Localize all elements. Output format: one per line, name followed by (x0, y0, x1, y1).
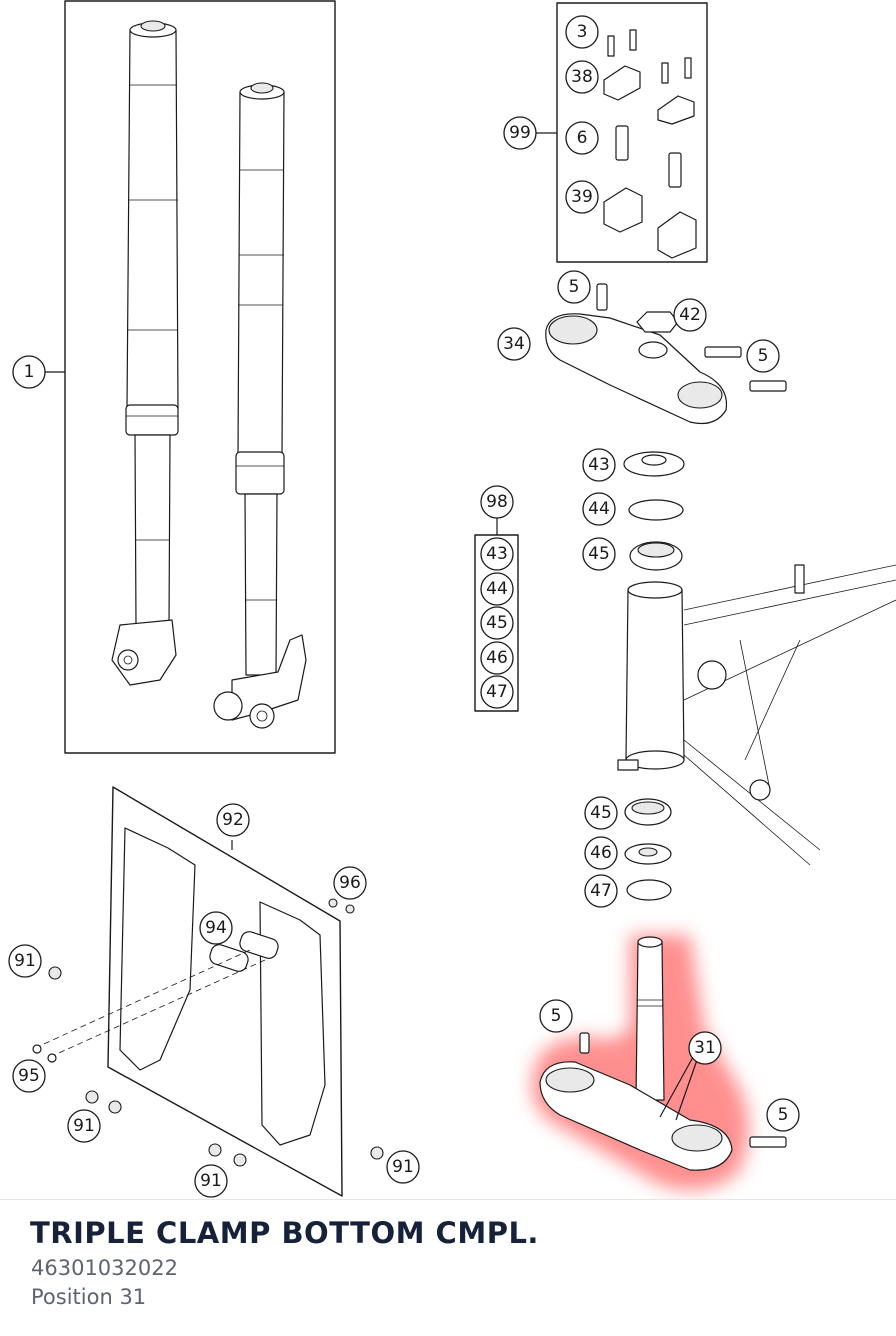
bearing-set-upper (623, 451, 685, 571)
svg-text:98: 98 (486, 492, 508, 512)
callout-44-b[interactable]: 44 (480, 572, 514, 606)
clamp-upper-left (603, 65, 641, 101)
clamp-lower-left (603, 187, 643, 233)
callouts: 1 3 38 99 6 39 5 42 34 5 43 98 44 45 43 … (8, 15, 800, 1198)
fork-leg-left (111, 20, 179, 686)
svg-text:92: 92 (222, 810, 244, 830)
part-number: 46301032022 (31, 1256, 178, 1280)
svg-text:47: 47 (486, 682, 508, 702)
callout-3[interactable]: 3 (565, 15, 599, 49)
svg-text:3: 3 (577, 22, 588, 42)
top-triple-clamp (545, 283, 787, 425)
callout-5-b[interactable]: 5 (746, 339, 780, 373)
svg-text:91: 91 (200, 1171, 222, 1191)
svg-text:1: 1 (24, 362, 35, 382)
callout-92[interactable]: 92 (216, 803, 250, 837)
callout-47-b[interactable]: 47 (584, 874, 618, 908)
svg-text:5: 5 (778, 1105, 789, 1125)
svg-text:95: 95 (18, 1066, 40, 1086)
svg-text:6: 6 (577, 128, 588, 148)
callout-44-a[interactable]: 44 (582, 492, 616, 526)
callout-99[interactable]: 99 (503, 116, 537, 150)
callout-5-a[interactable]: 5 (557, 270, 591, 304)
part-info-panel: TRIPLE CLAMP BOTTOM CMPL. 46301032022 Po… (0, 1199, 896, 1336)
svg-text:46: 46 (486, 648, 508, 668)
callout-34[interactable]: 34 (497, 327, 531, 361)
callout-95[interactable]: 95 (12, 1059, 46, 1093)
callout-1[interactable]: 1 (12, 355, 46, 389)
svg-text:45: 45 (588, 544, 610, 564)
handlebar-clamp-kit (535, 2, 708, 263)
svg-text:94: 94 (205, 918, 227, 938)
clamp-lower-right (657, 211, 697, 259)
svg-text:44: 44 (486, 579, 508, 599)
callout-42[interactable]: 42 (673, 298, 707, 332)
bottom-triple-clamp (531, 935, 787, 1190)
svg-text:96: 96 (339, 873, 361, 893)
exploded-parts-diagram: 1 3 38 99 6 39 5 42 34 5 43 98 44 45 43 … (8, 0, 896, 1198)
callout-91-d[interactable]: 91 (386, 1150, 420, 1184)
callout-43-b[interactable]: 43 (480, 537, 514, 571)
svg-text:43: 43 (588, 455, 610, 475)
svg-text:31: 31 (694, 1038, 716, 1058)
part-name: TRIPLE CLAMP BOTTOM CMPL. (30, 1216, 539, 1250)
fork-protector-group (32, 786, 384, 1197)
callout-45-c[interactable]: 45 (584, 796, 618, 830)
svg-text:5: 5 (569, 277, 580, 297)
svg-text:91: 91 (73, 1116, 95, 1136)
svg-text:38: 38 (571, 67, 593, 87)
svg-text:42: 42 (679, 305, 701, 325)
clamp-upper-right (657, 95, 695, 125)
callout-5-d[interactable]: 5 (766, 1098, 800, 1132)
front-fork-group (45, 0, 336, 754)
callout-5-c[interactable]: 5 (539, 999, 573, 1033)
bearing-set-lower (624, 798, 672, 901)
svg-text:45: 45 (486, 613, 508, 633)
callout-47-a[interactable]: 47 (480, 675, 514, 709)
svg-text:43: 43 (486, 544, 508, 564)
callout-45-b[interactable]: 45 (480, 606, 514, 640)
svg-text:39: 39 (571, 187, 593, 207)
frame-head-tube (617, 564, 896, 866)
callout-96[interactable]: 96 (333, 866, 367, 900)
callout-38[interactable]: 38 (565, 60, 599, 94)
svg-text:91: 91 (392, 1157, 414, 1177)
screw-small (607, 29, 692, 84)
svg-text:46: 46 (590, 843, 612, 863)
callout-91-c[interactable]: 91 (194, 1164, 228, 1198)
callout-39[interactable]: 39 (565, 180, 599, 214)
svg-text:44: 44 (588, 499, 610, 519)
callout-43-a[interactable]: 43 (582, 448, 616, 482)
callout-98[interactable]: 98 (480, 485, 514, 519)
bolt-left (615, 125, 629, 161)
svg-text:99: 99 (509, 123, 531, 143)
callout-94[interactable]: 94 (199, 911, 233, 945)
callout-91-b[interactable]: 91 (67, 1109, 101, 1143)
svg-text:5: 5 (758, 346, 769, 366)
fork-leg-right (213, 82, 307, 729)
svg-text:45: 45 (590, 803, 612, 823)
callout-46-a[interactable]: 46 (480, 641, 514, 675)
svg-text:5: 5 (551, 1006, 562, 1026)
callout-6[interactable]: 6 (565, 121, 599, 155)
callout-31[interactable]: 31 (688, 1031, 722, 1065)
svg-text:91: 91 (14, 951, 36, 971)
callout-91-a[interactable]: 91 (8, 944, 42, 978)
part-position: Position 31 (31, 1285, 147, 1309)
callout-45-a[interactable]: 45 (582, 537, 616, 571)
callout-46-b[interactable]: 46 (584, 836, 618, 870)
bolt-right (668, 152, 682, 188)
svg-text:34: 34 (503, 334, 525, 354)
svg-text:47: 47 (590, 881, 612, 901)
